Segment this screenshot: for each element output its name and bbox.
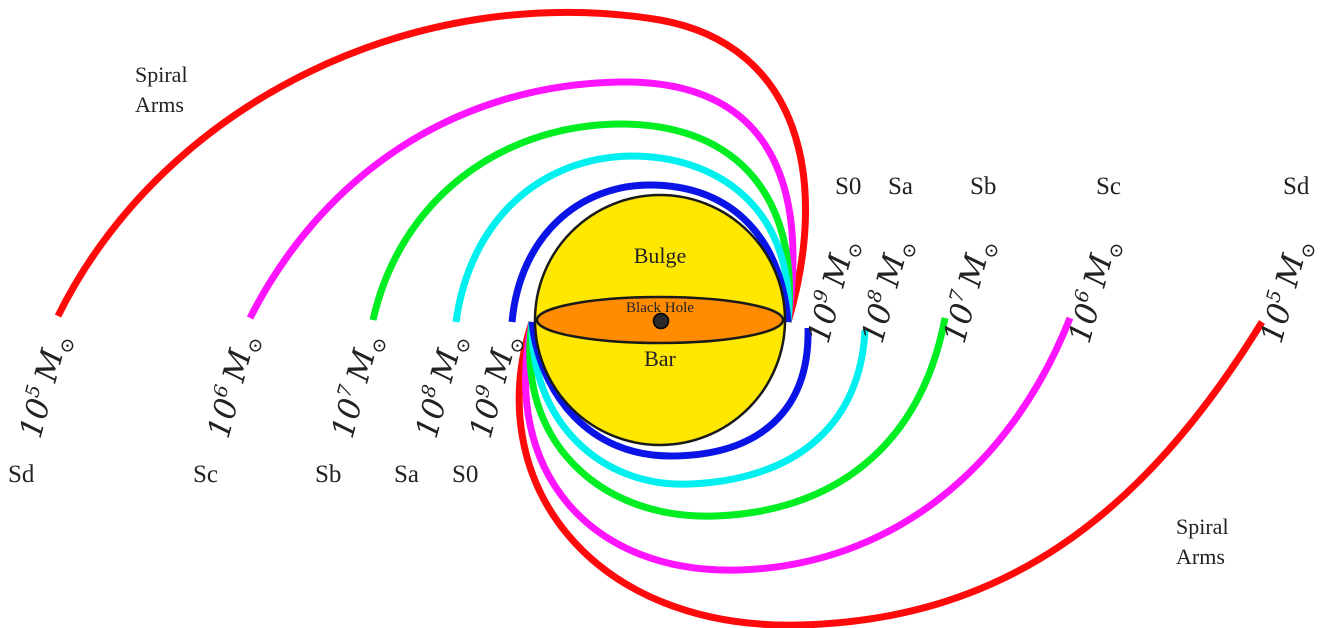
upper-arm-sd <box>54 8 809 323</box>
spiral-arms-word-1: Spiral <box>135 62 188 87</box>
spiral-arms-label-bottom: Spiral <box>1176 514 1229 539</box>
type-label-right-sb: Sb <box>970 173 996 200</box>
black-hole <box>652 312 670 330</box>
type-label-left-sa: Sa <box>394 461 419 488</box>
lower-arm-sa <box>528 321 869 488</box>
mass-labels-right: 109M⊙ 108M⊙ 107M⊙ 106M⊙ 105M⊙ <box>799 235 1321 349</box>
bar-label: Bar <box>644 346 676 371</box>
spiral-arms-word-2: Arms <box>135 92 184 117</box>
mass-label-right-s0: 109M⊙ <box>799 235 868 349</box>
mass-label-left-sd: 105M⊙ <box>11 330 80 444</box>
type-label-left-sc: Sc <box>193 461 218 488</box>
spiral-arms-label-bottom-line2: Arms <box>1176 544 1225 569</box>
mass-label-right-sc: 106M⊙ <box>1060 235 1129 349</box>
spiral-arms-label-top: Spiral <box>135 62 188 87</box>
mass-label-left-sc: 106M⊙ <box>199 330 268 444</box>
type-label-right-sd: Sd <box>1283 173 1310 200</box>
black-hole-label: Black Hole <box>626 300 694 316</box>
type-label-right-s0: S0 <box>835 173 861 200</box>
type-label-left-sb: Sb <box>315 461 341 488</box>
mass-label-right-sb: 107M⊙ <box>935 235 1004 349</box>
mass-label-right-sa: 108M⊙ <box>853 235 922 349</box>
lower-spiral-arms <box>515 316 1265 628</box>
upper-arm-sb <box>369 120 793 323</box>
type-label-right-sc: Sc <box>1096 173 1121 200</box>
mass-label-left-s0: 109M⊙ <box>461 330 530 444</box>
type-label-left-s0: S0 <box>452 461 478 488</box>
upper-arm-s0 <box>508 181 792 323</box>
lower-arm-sb <box>526 317 949 520</box>
lower-arm-sd <box>515 320 1265 628</box>
lower-arm-sc <box>522 316 1074 574</box>
mass-label-right-sd: 105M⊙ <box>1252 235 1321 349</box>
upper-arm-sc <box>246 78 797 323</box>
upper-arm-sa <box>452 152 793 323</box>
upper-spiral-arms <box>54 8 809 323</box>
spiral-arms-word-2: Arms <box>1176 544 1225 569</box>
spiral-arms-label-top-line2: Arms <box>135 92 184 117</box>
spiral-arms-word-1: Spiral <box>1176 514 1229 539</box>
lower-arm-s0 <box>528 321 812 460</box>
mass-label-left-sb: 107M⊙ <box>323 330 392 444</box>
bulge-label: Bulge <box>634 243 687 268</box>
type-label-right-sa: Sa <box>888 173 913 200</box>
mass-labels-left: 105M⊙ 106M⊙ 107M⊙ 108M⊙ 109M⊙ <box>11 330 530 444</box>
type-label-left-sd: Sd <box>8 461 35 488</box>
